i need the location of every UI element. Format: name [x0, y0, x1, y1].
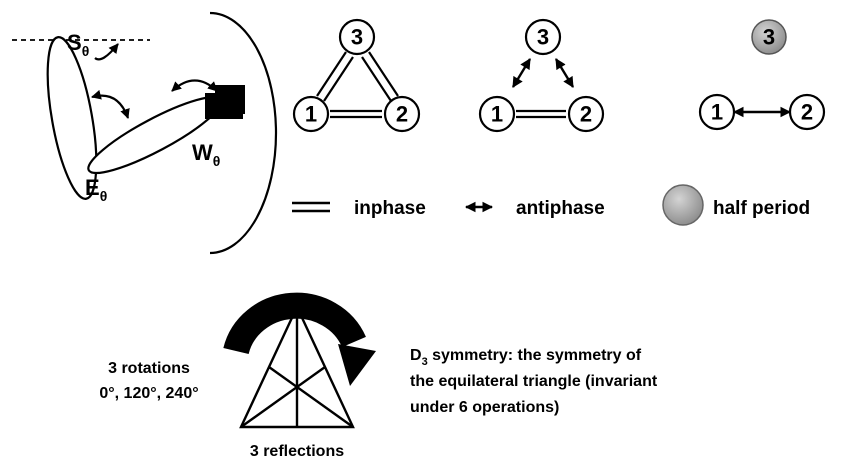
legend-inphase-label: inphase: [354, 198, 426, 219]
oscillator-1-label: 1: [711, 100, 723, 125]
pattern-partial-antiphase: 3 1 2: [478, 18, 605, 133]
antiphase-3-2-arrow: [554, 58, 575, 88]
reflections-label: 3 reflections: [250, 443, 344, 460]
oscillator-1-label: 1: [305, 102, 317, 127]
half-period-symbol: [662, 184, 704, 226]
pattern-all-inphase: 3 1 2: [292, 18, 421, 133]
rotation-arrowhead: [338, 344, 376, 386]
pattern-half-period: 3 1 2: [698, 19, 826, 131]
oscillator-1: [292, 95, 330, 133]
rotation-arc-arrow: [223, 292, 366, 355]
oscillator-2-label: 2: [396, 102, 408, 127]
hand-block: [205, 85, 245, 119]
oscillator-1-label: 1: [491, 102, 503, 127]
legend-half-period-label: half period: [713, 198, 810, 219]
oscillator-3: [524, 18, 562, 56]
oscillator-3-half-period: [751, 19, 787, 55]
oscillator-2: [383, 95, 421, 133]
oscillator-3-label: 3: [763, 25, 775, 50]
wrist-range-arc: [209, 11, 278, 255]
antiphase-3-1-arrow: [511, 58, 532, 88]
coupling-3-1-line-a: [316, 51, 347, 97]
shoulder-label: Sθ: [67, 30, 89, 59]
coupling-3-2-line-b: [368, 51, 399, 97]
wrist-label: Wθ: [192, 140, 220, 169]
d3-symmetry: 3 rotations 0°, 120°, 240° 3 reflections…: [99, 292, 658, 460]
limb-diagram: Sθ Eθ Wθ: [12, 11, 278, 255]
legend: inphase antiphase half period: [292, 184, 810, 226]
oscillator-1: [478, 95, 516, 133]
coupling-3-2-line-a: [361, 56, 392, 102]
oscillator-3-label: 3: [351, 25, 363, 50]
coupling-3-1-line-b: [323, 56, 354, 102]
oscillator-2: [788, 93, 826, 131]
legend-antiphase-label: antiphase: [516, 198, 605, 219]
rotations-label: 3 rotations: [108, 360, 190, 377]
shoulder-angle-arrow: [94, 43, 119, 61]
d3-symmetry-line2: the equilateral triangle (invariant: [410, 373, 658, 390]
d3-symmetry-line3: under 6 operations): [410, 399, 559, 416]
elbow-label: Eθ: [85, 175, 107, 204]
rotation-angles-label: 0°, 120°, 240°: [99, 385, 198, 402]
oscillator-3-label: 3: [537, 25, 549, 50]
oscillator-2: [567, 95, 605, 133]
wrist-angle-arrow: [171, 79, 218, 92]
equilateral-triangle: [239, 304, 355, 429]
elbow-angle-arrow: [91, 89, 130, 119]
d3-symmetry-line1: D3 symmetry: the symmetry of: [410, 347, 642, 368]
oscillator-1: [698, 93, 736, 131]
oscillator-3: [338, 18, 376, 56]
oscillator-2-label: 2: [580, 102, 592, 127]
oscillator-2-label: 2: [801, 100, 813, 125]
